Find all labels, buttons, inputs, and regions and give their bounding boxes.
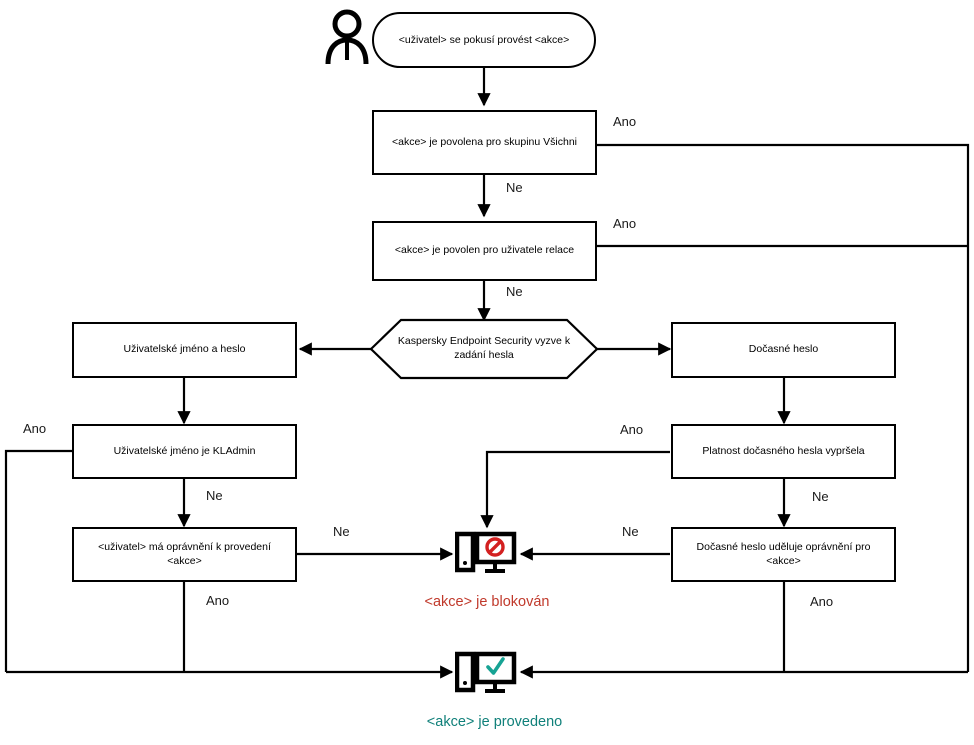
label-action-blocked: <akce> je blokován bbox=[412, 594, 562, 610]
edge-expired-yes bbox=[480, 450, 670, 529]
edge-label-permission-no: Ne bbox=[333, 524, 350, 539]
node-temp-grants-permission-label: Dočasné heslo uděluje oprávnění pro <akc… bbox=[696, 541, 871, 567]
edge-label-allgroup-yes: Ano bbox=[613, 114, 637, 129]
edge-kladmin-yes bbox=[4, 449, 72, 672]
node-temp-expired-label: Platnost dočasného hesla vypršela bbox=[702, 444, 865, 457]
label-action-performed: <akce> je provedeno bbox=[412, 714, 577, 730]
label-action-performed-text: <akce> je provedeno bbox=[426, 714, 563, 730]
node-start: <uživatel> se pokusí provést <akce> bbox=[372, 12, 596, 68]
edge-label-sessionuser-yes: Ano bbox=[613, 216, 637, 231]
hexagon-prompt-password bbox=[369, 318, 599, 380]
label-action-blocked-text: <akce> je blokován bbox=[424, 594, 550, 610]
user-icon bbox=[322, 8, 372, 66]
node-is-kladmin: Uživatelské jméno je KLAdmin bbox=[72, 424, 297, 479]
edge-label-kladmin-yes: Ano bbox=[23, 421, 47, 436]
edge-label-grants-yes: Ano bbox=[810, 594, 834, 609]
node-username-password-label: Uživatelské jméno a heslo bbox=[123, 343, 246, 356]
edge-label-sessionuser-no: Ne bbox=[506, 284, 523, 299]
node-temp-expired: Platnost dočasného hesla vypršela bbox=[671, 424, 896, 479]
edge-label-grants-no: Ne bbox=[622, 524, 639, 539]
node-temp-password: Dočasné heslo bbox=[671, 322, 896, 378]
edge-label-permission-yes: Ano bbox=[206, 593, 230, 608]
node-check-session-user: <akce> je povolen pro uživatele relace bbox=[372, 221, 597, 281]
node-temp-grants-permission: Dočasné heslo uděluje oprávnění pro <akc… bbox=[671, 527, 896, 582]
edge-label-kladmin-no: Ne bbox=[206, 488, 223, 503]
computer-blocked-icon bbox=[454, 530, 517, 578]
node-check-all-group-label: <akce> je povolena pro skupinu Všichni bbox=[391, 135, 578, 148]
node-username-password: Uživatelské jméno a heslo bbox=[72, 322, 297, 378]
node-temp-password-label: Dočasné heslo bbox=[748, 343, 819, 356]
node-check-session-user-label: <akce> je povolen pro uživatele relace bbox=[394, 244, 575, 257]
node-is-kladmin-label: Uživatelské jméno je KLAdmin bbox=[113, 444, 256, 457]
edge-label-expired-yes: Ano bbox=[620, 422, 644, 437]
edge-label-expired-no: Ne bbox=[812, 489, 829, 504]
edge-label-allgroup-no: Ne bbox=[506, 180, 523, 195]
edge-allgroup-yes bbox=[597, 143, 970, 672]
node-user-has-permission-label: <uživatel> má oprávnění k provedení <akc… bbox=[98, 541, 271, 567]
node-check-all-group: <akce> je povolena pro skupinu Všichni bbox=[372, 110, 597, 175]
computer-check-icon bbox=[454, 650, 517, 698]
node-user-has-permission: <uživatel> má oprávnění k provedení <akc… bbox=[72, 527, 297, 582]
node-start-label: <uživatel> se pokusí provést <akce> bbox=[398, 34, 570, 46]
